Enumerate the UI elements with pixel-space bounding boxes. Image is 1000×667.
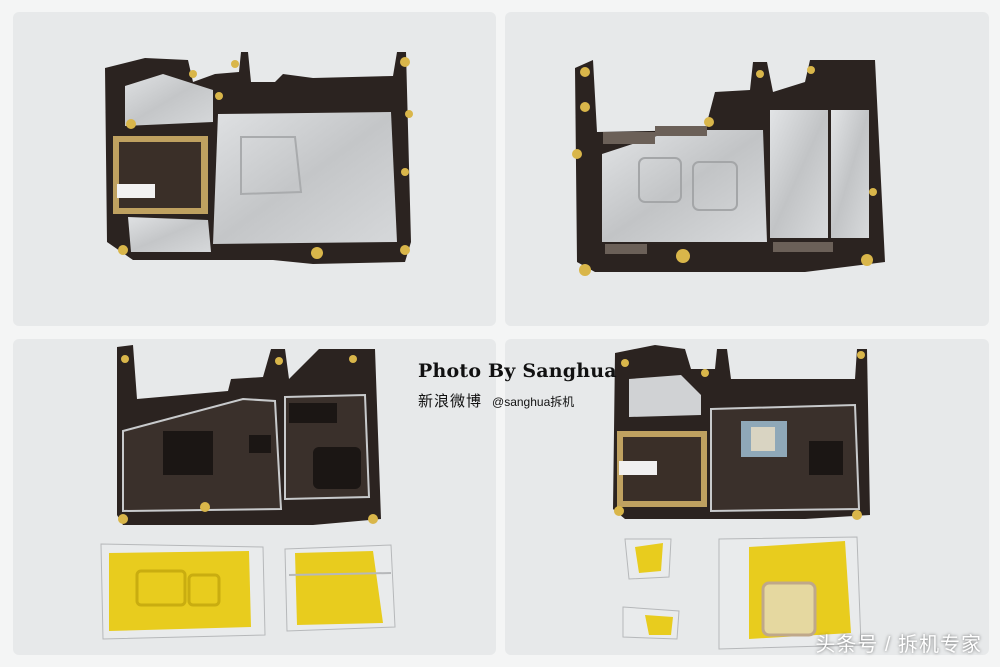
motherboard-front-bare-image bbox=[613, 345, 870, 650]
watermark: 头条号 / 拆机专家 bbox=[815, 634, 982, 656]
photo-credit: Photo By Sanghua 新浪微博 @sanghua拆机 bbox=[418, 360, 617, 411]
motherboard-front-image bbox=[105, 52, 413, 264]
photo-panel-board-back-bare bbox=[13, 339, 496, 655]
motherboard-back-bare-image bbox=[100, 345, 396, 640]
credit-handle: @sanghua拆机 bbox=[492, 395, 575, 409]
credit-subline: 新浪微博 @sanghua拆机 bbox=[418, 390, 617, 411]
photo-panel-board-front-bare bbox=[505, 339, 989, 655]
photo-panel-board-back bbox=[505, 12, 989, 326]
photo-panel-board-front bbox=[13, 12, 496, 326]
credit-title: Photo By Sanghua bbox=[418, 360, 617, 382]
credit-site: 新浪微博 bbox=[418, 393, 483, 410]
motherboard-back-image bbox=[572, 60, 885, 276]
